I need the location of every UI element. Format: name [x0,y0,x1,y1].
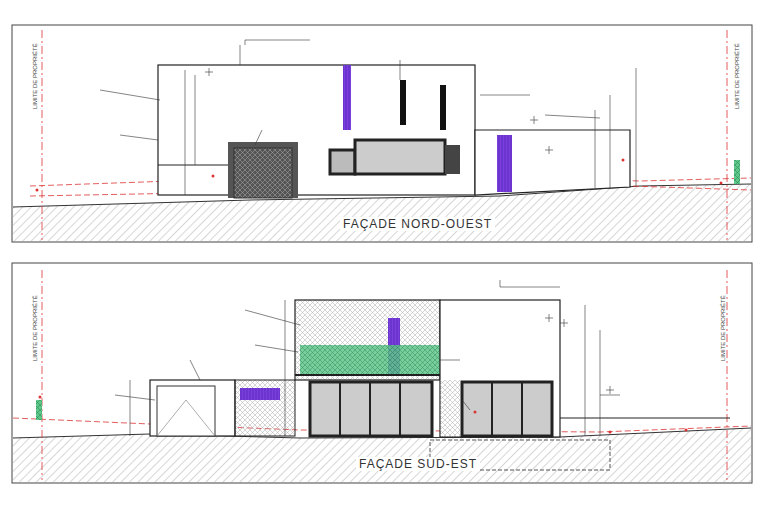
property-limit-label: LIMITE DE PROPRIÉTÉ [720,294,726,362]
view-title: FAÇADE NORD-OUEST [340,217,495,231]
property-limit-label: LIMITE DE PROPRIÉTÉ [32,42,38,110]
property-limit-label: LIMITE DE PROPRIÉTÉ [32,294,38,362]
view-title: FAÇADE SUD-EST [356,457,480,471]
property-limit-label: LIMITE DE PROPRIÉTÉ [734,42,740,110]
